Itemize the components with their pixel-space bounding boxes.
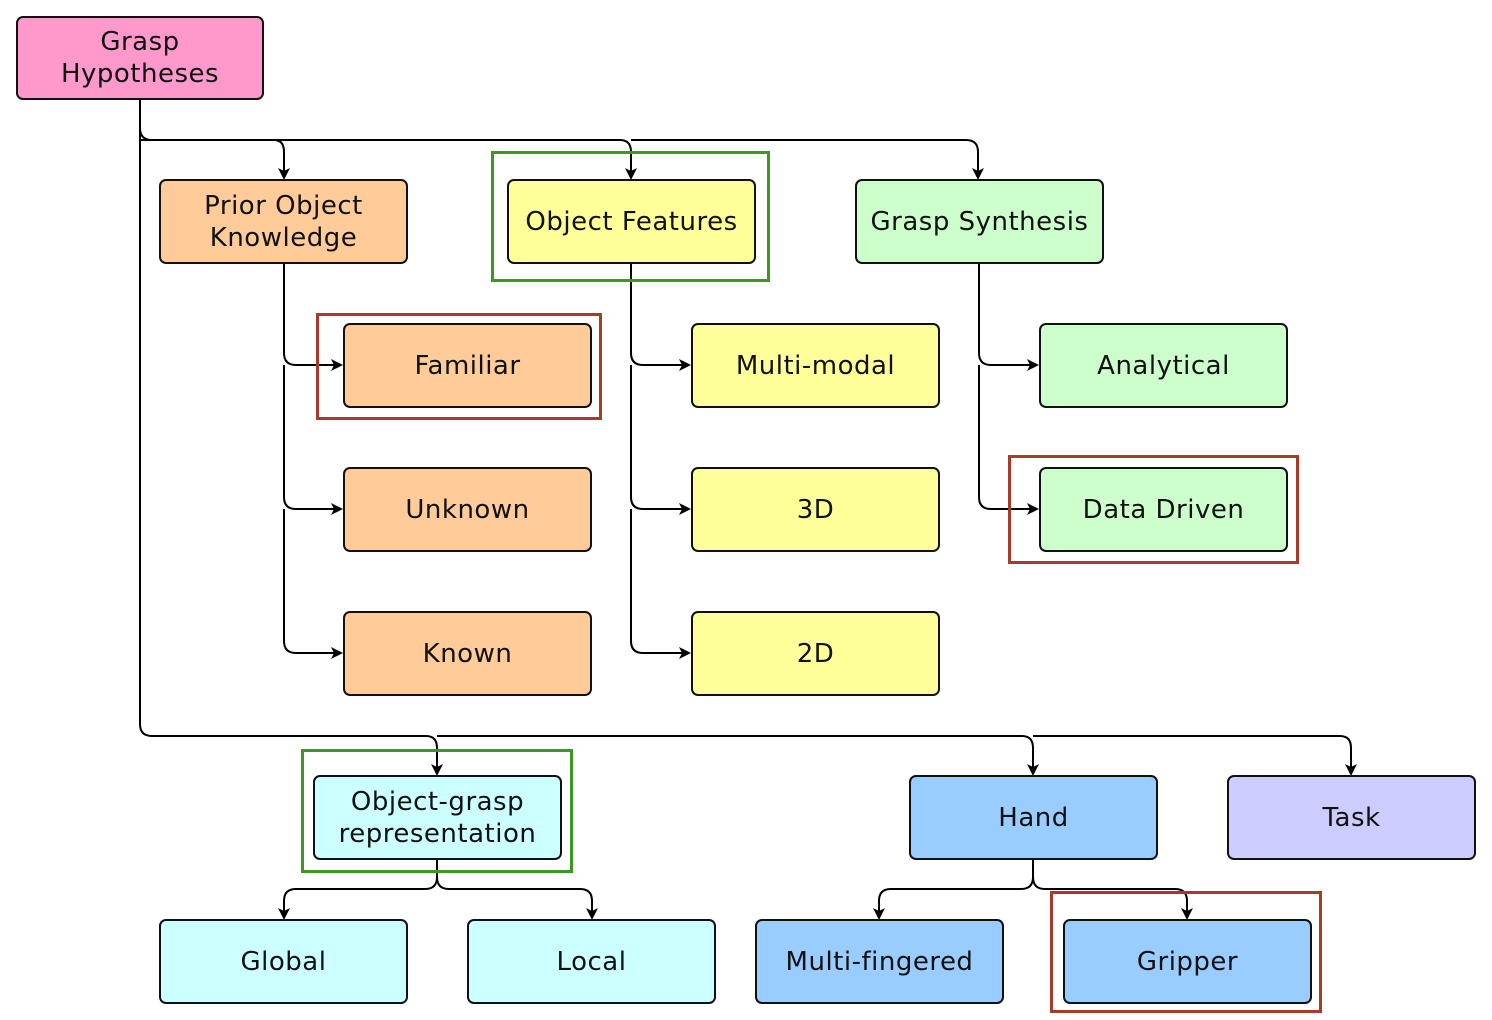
node-label: Data Driven — [1082, 494, 1245, 525]
node-grasp-synthesis: Grasp Synthesis — [855, 179, 1104, 264]
node-2d: 2D — [691, 611, 940, 696]
node-data-driven: Data Driven — [1039, 467, 1288, 552]
edge-representation-local — [436, 876, 598, 920]
edge-features-multimodal — [630, 264, 691, 371]
highlight-object-features — [491, 151, 770, 282]
node-gripper: Gripper — [1063, 919, 1312, 1004]
edge-root-trunk — [139, 100, 443, 776]
node-hand: Hand — [909, 775, 1158, 860]
node-label: Hand — [998, 802, 1069, 833]
node-label: Object-grasp representation — [338, 786, 537, 849]
node-multi-modal: Multi-modal — [691, 323, 940, 408]
node-label: 3D — [796, 494, 835, 525]
highlight-gripper — [1050, 891, 1322, 1013]
node-label: 2D — [796, 638, 835, 669]
edge-synthesis-datadriven — [978, 365, 1039, 515]
node-analytical: Analytical — [1039, 323, 1288, 408]
node-object-features: Object Features — [507, 179, 756, 264]
edge-root-hand — [437, 735, 1039, 776]
node-task: Task — [1227, 775, 1476, 860]
node-unknown: Unknown — [343, 467, 592, 552]
node-local: Local — [467, 919, 716, 1004]
edge-prior-familiar — [283, 264, 343, 371]
node-label: Multi-modal — [735, 350, 896, 381]
node-label: Unknown — [405, 494, 530, 525]
node-label: Grasp Synthesis — [870, 206, 1089, 237]
node-global: Global — [159, 919, 408, 1004]
node-label: Grasp Hypotheses — [60, 27, 220, 89]
edge-features-3d — [630, 365, 691, 515]
node-label: Object Features — [525, 206, 738, 237]
edge-representation-global — [278, 860, 438, 920]
edge-root-task — [1033, 735, 1357, 776]
node-multi-fingered: Multi-fingered — [755, 919, 1004, 1004]
node-grasp-hypotheses: Grasp Hypotheses — [16, 16, 264, 100]
node-prior-object-knowledge: Prior Object Knowledge — [159, 179, 408, 264]
node-label: Familiar — [414, 350, 521, 381]
edge-prior-known — [283, 509, 343, 659]
node-familiar: Familiar — [343, 323, 592, 408]
edge-root-synthesis — [631, 139, 984, 180]
node-label: Analytical — [1097, 350, 1230, 381]
highlight-representation — [301, 749, 573, 873]
node-3d: 3D — [691, 467, 940, 552]
node-label: Prior Object Knowledge — [204, 190, 363, 253]
edge-hand-multifingered — [873, 860, 1034, 920]
highlight-familiar — [316, 313, 602, 420]
node-label: Known — [422, 638, 513, 669]
edge-features-2d — [630, 509, 691, 659]
node-label: Gripper — [1136, 946, 1239, 977]
node-label: Task — [1322, 802, 1381, 833]
edge-prior-unknown — [283, 365, 343, 515]
node-object-grasp-representation: Object-grasp representation — [313, 775, 562, 860]
node-label: Global — [240, 946, 327, 977]
highlight-data-driven — [1008, 455, 1299, 564]
edge-hand-gripper — [1032, 876, 1193, 920]
node-known: Known — [343, 611, 592, 696]
node-label: Local — [556, 946, 627, 977]
node-label: Multi-fingered — [785, 946, 974, 977]
edge-synthesis-analytical — [978, 264, 1039, 371]
